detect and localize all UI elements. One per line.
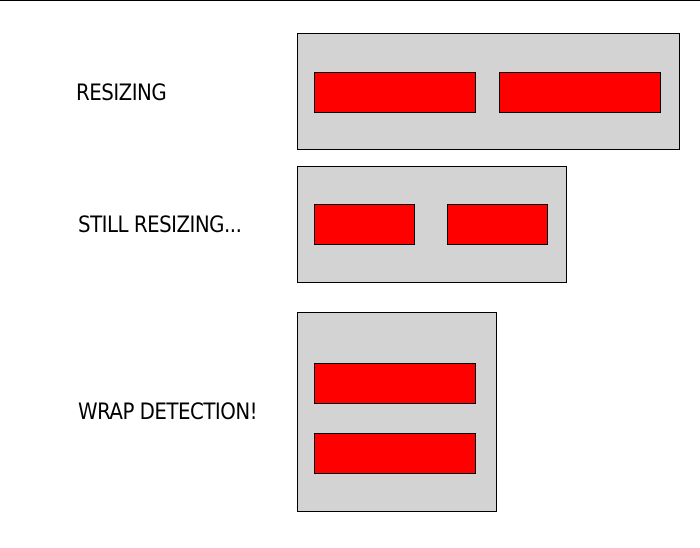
panel-still-resizing <box>297 166 567 283</box>
top-rule <box>0 0 700 1</box>
item-2 <box>499 72 661 113</box>
label-still-resizing: STILL RESIZING... <box>78 213 242 238</box>
label-wrap-detection: WRAP DETECTION! <box>78 400 258 425</box>
item-2 <box>314 433 476 474</box>
panel-wrap-detection <box>297 312 497 512</box>
panel-resizing <box>297 33 680 150</box>
item-2 <box>447 204 548 245</box>
item-1 <box>314 72 476 113</box>
item-1 <box>314 204 415 245</box>
item-1 <box>314 363 476 404</box>
label-resizing: RESIZING <box>76 81 167 106</box>
